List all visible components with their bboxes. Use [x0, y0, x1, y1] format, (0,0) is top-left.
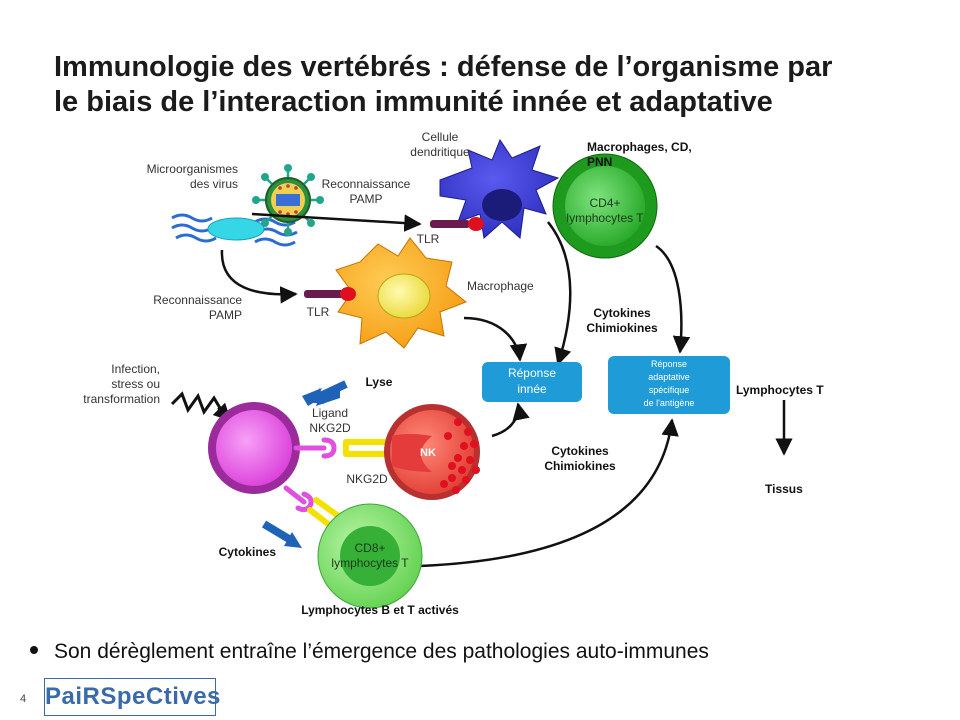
- dendritic-cell-icon: [439, 138, 560, 239]
- arrow-bacterium-to-macrophage: [220, 249, 298, 304]
- label-tissus: Tissus: [765, 482, 803, 496]
- lyse-arrow-icon: [302, 380, 348, 406]
- label-nkg2d: NKG2D: [346, 472, 388, 486]
- label-lymphocytes-t: Lymphocytes T: [736, 383, 824, 397]
- infection-zigzag-icon: [170, 391, 222, 416]
- cd8-t-cell-icon: [317, 503, 423, 609]
- arrow-macrophage-to-innate: [463, 316, 528, 362]
- label-cytokines: Cytokines: [218, 545, 276, 559]
- label-cd8: CD8+lymphocytes T: [331, 541, 409, 570]
- title-line-1: Immunologie des vertébrés : défense de l…: [54, 51, 833, 83]
- tlr-receptor-bottom: [304, 287, 356, 301]
- label-nk: NK: [420, 447, 436, 459]
- cytokines-arrow-icon: [261, 520, 302, 548]
- tlr-receptor-top: [430, 217, 484, 231]
- label-macrophages-cd-pnn: Macrophages, CD,PNN: [587, 140, 692, 169]
- label-tlr-top: TLR: [416, 232, 440, 246]
- slide-title: Immunologie des vertébrés : défense de l…: [54, 50, 934, 120]
- arrow-nk-to-innate: [491, 402, 530, 438]
- bullet-dot-icon: [30, 646, 38, 655]
- pathway-arrows: [220, 212, 793, 568]
- label-lymphocytes-bt: Lymphocytes B et T activés: [301, 603, 459, 617]
- arrow-cd4-to-adaptive: [655, 244, 691, 354]
- logo: PaiRSpeCtives: [44, 678, 220, 716]
- cd4-t-cell-icon: [552, 153, 658, 259]
- label-cd4: CD4+lymphocytes T: [566, 196, 644, 225]
- arrow-cd8-to-adaptive: [419, 418, 679, 568]
- bullet-text: Son dérèglement entraîne l’émergence des…: [54, 640, 709, 663]
- title-line-2: le biais de l’interaction immunité innée…: [54, 86, 773, 118]
- label-tlr-bottom: TLR: [306, 305, 330, 319]
- ligand-nkg2d-icon: [283, 437, 337, 513]
- label-macrophage: Macrophage: [467, 279, 534, 293]
- arrow-virus-to-dendritic: [251, 212, 422, 232]
- bullet-item: Son dérèglement entraîne l’émergence des…: [30, 640, 709, 664]
- macrophage-icon: [335, 237, 467, 349]
- label-lyse: Lyse: [365, 375, 393, 389]
- virus-icon: [252, 164, 324, 236]
- arrow-dendritic-to-innate: [547, 221, 572, 366]
- nk-cell-icon: [384, 404, 480, 500]
- page-number: 4: [20, 693, 27, 705]
- target-cell-icon: [208, 402, 300, 494]
